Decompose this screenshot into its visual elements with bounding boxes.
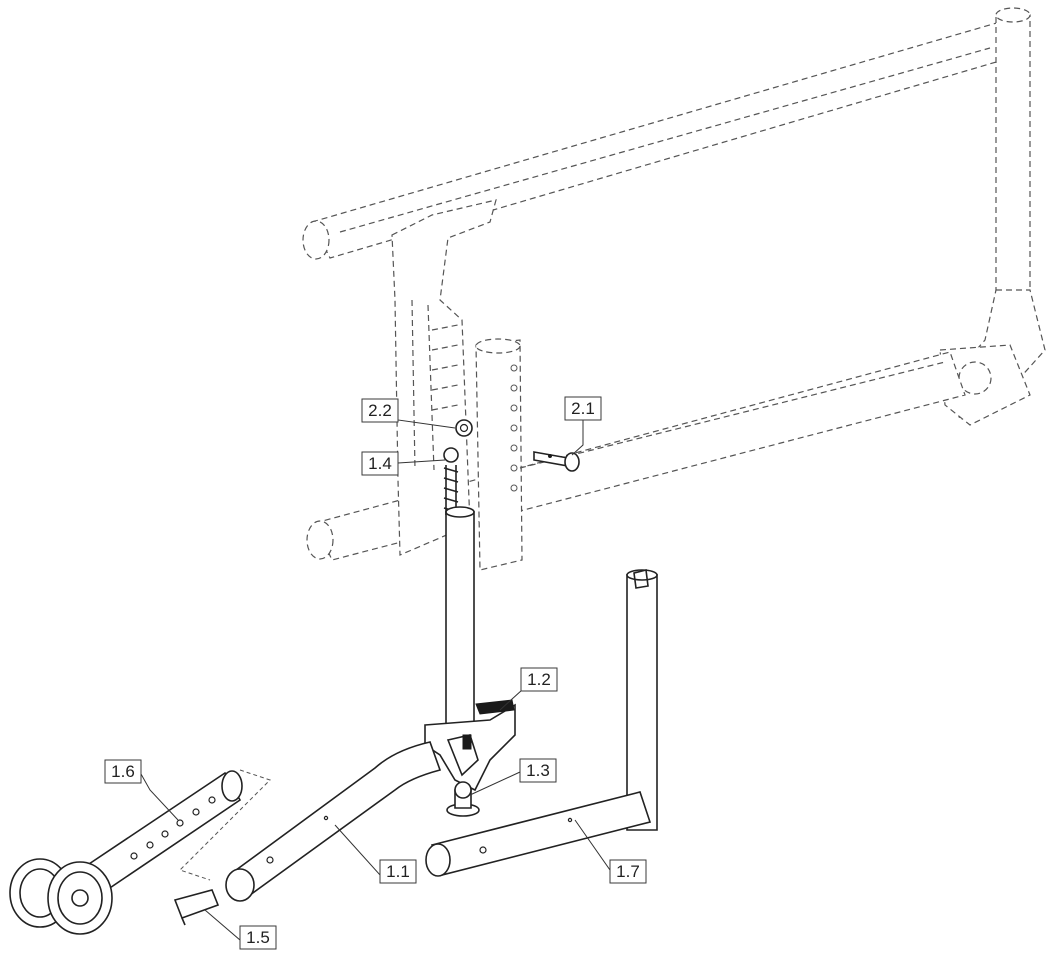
callout-2-2: 2.2 — [361, 398, 399, 423]
spring-part — [443, 447, 459, 515]
svg-text:1.5: 1.5 — [246, 928, 270, 947]
nut-part — [455, 419, 473, 437]
ghost-frame — [302, 7, 1046, 571]
callout-1-1: 1.1 — [379, 859, 417, 884]
svg-text:1.4: 1.4 — [368, 454, 392, 473]
svg-text:1.2: 1.2 — [527, 670, 551, 689]
svg-text:1.6: 1.6 — [111, 762, 135, 781]
callout-1-3: 1.3 — [519, 758, 557, 783]
svg-text:2.1: 2.1 — [571, 399, 595, 418]
svg-text:1.7: 1.7 — [616, 862, 640, 881]
caster-wheels — [9, 858, 113, 935]
adjustable-tube-part — [78, 770, 243, 900]
t-bar-part — [425, 569, 658, 877]
svg-text:1.3: 1.3 — [526, 761, 550, 780]
stem-tube — [445, 506, 475, 731]
wedge-part — [173, 889, 220, 926]
svg-text:2.2: 2.2 — [368, 401, 392, 420]
pin-part — [446, 781, 480, 817]
callout-1-2: 1.2 — [520, 667, 558, 692]
callout-1-6: 1.6 — [104, 759, 142, 784]
svg-text:1.1: 1.1 — [386, 862, 410, 881]
callout-1-5: 1.5 — [239, 925, 277, 950]
bent-tube-part — [225, 741, 442, 902]
callout-2-1: 2.1 — [564, 396, 602, 421]
bolt-part — [533, 451, 580, 472]
callout-1-7: 1.7 — [609, 859, 647, 884]
callout-1-4: 1.4 — [361, 451, 399, 476]
